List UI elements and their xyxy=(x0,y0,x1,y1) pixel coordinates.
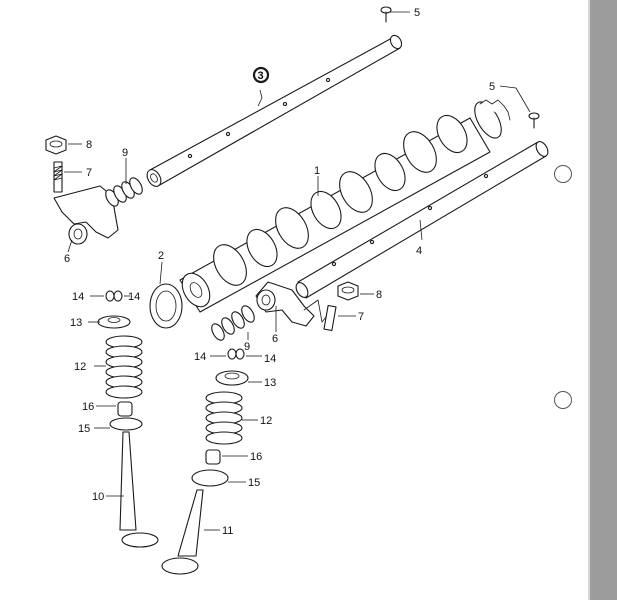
valve-cotters-left xyxy=(105,290,123,302)
scan-edge-highlight xyxy=(588,0,591,600)
wave-washers-lower xyxy=(211,305,255,341)
lock-nut-left xyxy=(45,135,67,155)
valve-spring-left xyxy=(105,335,143,399)
binder-hole-bottom xyxy=(554,391,572,409)
callout-15-left: 15 xyxy=(78,423,90,435)
callout-14-a: 14 xyxy=(72,291,84,303)
callout-7-right: 7 xyxy=(358,311,364,323)
callout-13-left: 13 xyxy=(70,317,82,329)
callout-12-right: 12 xyxy=(260,415,272,427)
callout-15-right: 15 xyxy=(248,477,260,489)
callout-8-right: 8 xyxy=(376,289,382,301)
callout-16-left: 16 xyxy=(82,401,94,413)
intake-valve xyxy=(161,489,204,575)
callout-8-left: 8 xyxy=(86,139,92,151)
callout-2: 2 xyxy=(158,250,164,262)
callout-labels: 5 3 5 8 9 7 1 4 2 6 8 14 14 7 13 6 9 14 … xyxy=(64,7,495,537)
callout-14-d: 14 xyxy=(264,353,276,365)
valve-stem-seal-left xyxy=(117,401,133,417)
callout-6-right: 6 xyxy=(272,333,278,345)
callout-7-left: 7 xyxy=(86,167,92,179)
leader-lines xyxy=(64,11,531,531)
callout-11: 11 xyxy=(222,525,233,537)
callout-9-upper: 9 xyxy=(122,147,128,159)
camshaft-oil-seal xyxy=(149,283,183,329)
scan-edge-shadow xyxy=(590,0,617,600)
callout-10: 10 xyxy=(92,491,104,503)
spring-retainer-left xyxy=(97,315,131,329)
adjusting-screw-right xyxy=(323,304,337,332)
spring-seat-right xyxy=(191,469,229,487)
callout-1: 1 xyxy=(314,165,320,177)
spring-seat-left xyxy=(109,417,143,431)
callout-3: 3 xyxy=(258,70,264,82)
callout-14-c: 14 xyxy=(194,351,206,363)
callout-9-lower: 9 xyxy=(244,341,250,353)
callout-14-b: 14 xyxy=(128,291,140,303)
callout-5-top: 5 xyxy=(414,7,420,19)
callout-3-circled: 3 xyxy=(252,66,270,84)
callout-13-right: 13 xyxy=(264,377,276,389)
valve-stem-seal-right xyxy=(205,449,221,465)
exhaust-valve xyxy=(119,431,159,548)
screw-top xyxy=(380,6,392,23)
screw-right xyxy=(528,112,540,129)
rocker-arm-right xyxy=(255,281,331,327)
rocker-shaft-lower xyxy=(295,141,549,299)
callout-16-right: 16 xyxy=(250,451,262,463)
camshaft xyxy=(179,99,511,313)
callout-4: 4 xyxy=(416,245,422,257)
lock-nut-right xyxy=(337,281,359,301)
callout-6-left: 6 xyxy=(64,253,70,265)
valve-cotters-right xyxy=(227,348,245,360)
spring-retainer-right xyxy=(215,370,249,386)
callout-12-left: 12 xyxy=(74,361,86,373)
valve-spring-right xyxy=(205,391,243,445)
adjusting-screw-left xyxy=(53,161,63,193)
binder-hole-top xyxy=(554,165,572,183)
wave-washers-upper xyxy=(105,177,143,207)
rocker-shaft-upper xyxy=(146,34,403,187)
callout-5-right: 5 xyxy=(489,81,495,93)
